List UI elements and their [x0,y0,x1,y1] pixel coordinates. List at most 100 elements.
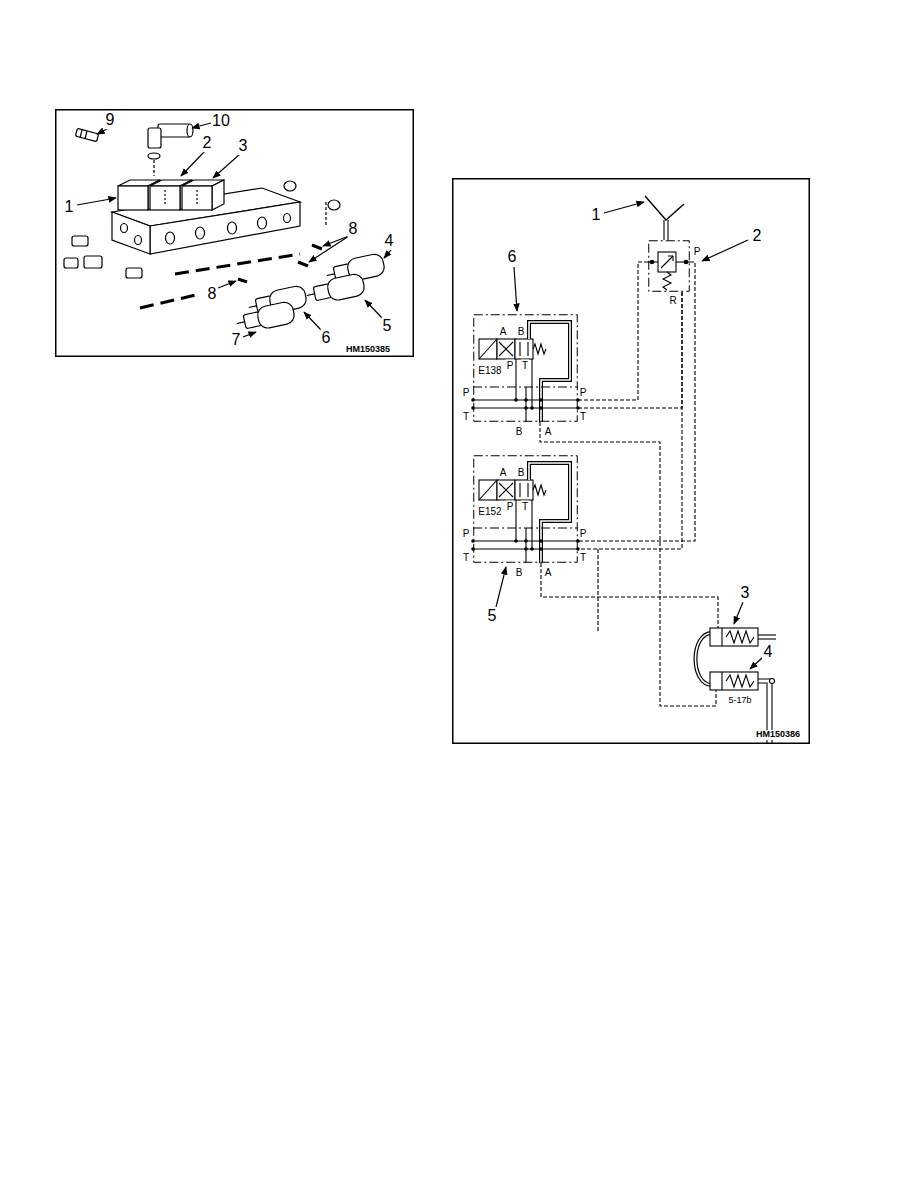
outline [648,240,690,292]
drawing-stroke [304,273,365,307]
callout-number: 3 [238,137,249,155]
drawing-stroke [312,245,322,249]
drawing-stroke [192,123,211,128]
callout-number: 4 [384,232,395,250]
drawing-stroke [118,186,148,210]
drawing-stroke [734,602,743,624]
drawing-stroke [540,422,716,706]
drawing-stroke [496,202,762,669]
port-label: P [693,246,702,257]
drawing-stroke [84,256,102,268]
drawing-stroke [75,128,98,141]
drawing-stroke [667,220,668,240]
drawing-stroke [298,262,308,266]
outline-rect [56,110,414,357]
port-label: T [462,411,470,422]
port-label: E152 [477,506,502,517]
drawing-stroke [237,322,245,324]
drawing-stroke [175,254,300,274]
callout-number: 6 [507,248,518,266]
drawing-stroke [121,224,128,233]
callout-number: 7 [231,331,242,349]
callout-number: 5-17b [727,696,752,706]
drawing-stroke [496,567,506,607]
drawing-stroke [213,154,240,178]
drawing-stroke [212,180,224,210]
hydraulic-line [578,262,648,400]
drawing-stroke [650,260,654,264]
port-label: T [521,360,529,371]
drawing-stroke [249,306,257,308]
port-label: A [499,326,508,337]
drawing-stroke [77,198,116,205]
drawing-stroke [384,250,391,258]
port-label: P [506,501,515,512]
drawing-stroke [256,301,296,330]
port-label: R [668,295,677,306]
hydraulic-line [578,292,682,549]
drawing-stroke [164,190,165,206]
figure-id: HM150385 [345,345,391,355]
drawing-stroke [284,181,296,191]
drawing-stroke [327,274,335,276]
solenoid-valve-housing: ABPTE138PPTTBA [473,314,578,422]
port-label: T [521,501,529,512]
drawing-stroke [514,267,517,311]
port-label: A [544,567,553,578]
drawing-stroke [126,268,142,278]
port-label: T [579,411,587,422]
callout-number: 10 [211,112,231,130]
drawing-stroke [309,236,349,262]
port-label: T [579,552,587,563]
drawing-stroke [471,463,580,563]
drawing-stroke [64,258,78,268]
callout-number: 3 [740,584,751,602]
drawing-stroke [234,301,295,335]
drawing-stroke [721,672,722,690]
drawing-stroke [238,279,247,282]
drawing-stroke [365,300,382,318]
callout-number: 5 [382,317,393,335]
drawing-stroke [181,151,205,176]
drawing-stroke [758,634,776,635]
drawing-stroke [758,638,776,639]
callout-number: 1 [64,198,75,216]
outline-rect [474,456,578,563]
drawing-stroke [218,281,236,288]
drawing-stroke [85,131,87,139]
drawing-stroke [645,196,684,220]
drawing-stroke [710,672,758,690]
drawing-stroke [604,202,644,213]
drawing-stroke [658,252,676,272]
port-label: A [499,467,508,478]
drawing-stroke [668,256,673,261]
drawing-stroke [661,256,673,268]
callout-number: 4 [763,643,774,661]
drawing-stroke [307,294,315,296]
figure-id: HM150386 [755,730,801,740]
port-label: T [462,552,470,563]
port-label: B [517,467,526,478]
drawing-stroke [80,130,82,138]
callout-number: 6 [321,329,332,347]
port-label: P [462,387,471,398]
drawing-stroke [541,563,718,628]
callout-number: 1 [591,206,602,224]
drawing-stroke [150,186,180,210]
callout-number: 2 [752,227,763,245]
drawing-stroke [597,549,598,632]
port-label: P [579,528,588,539]
solenoid-valve-housing: ABPTE152PPTTBA [473,455,578,563]
drawing-stroke [750,658,762,669]
port-label: B [517,326,526,337]
outline-rect [649,241,690,292]
outline [55,109,414,357]
leader-lines [77,123,391,337]
drawing-stroke [770,679,775,684]
drawing-stroke [663,272,671,290]
hydraulic-schematic [471,196,776,744]
drawing-stroke [684,260,688,264]
drawing-stroke [726,675,754,687]
drawing-stroke [540,422,718,706]
drawing-stroke [721,628,722,646]
